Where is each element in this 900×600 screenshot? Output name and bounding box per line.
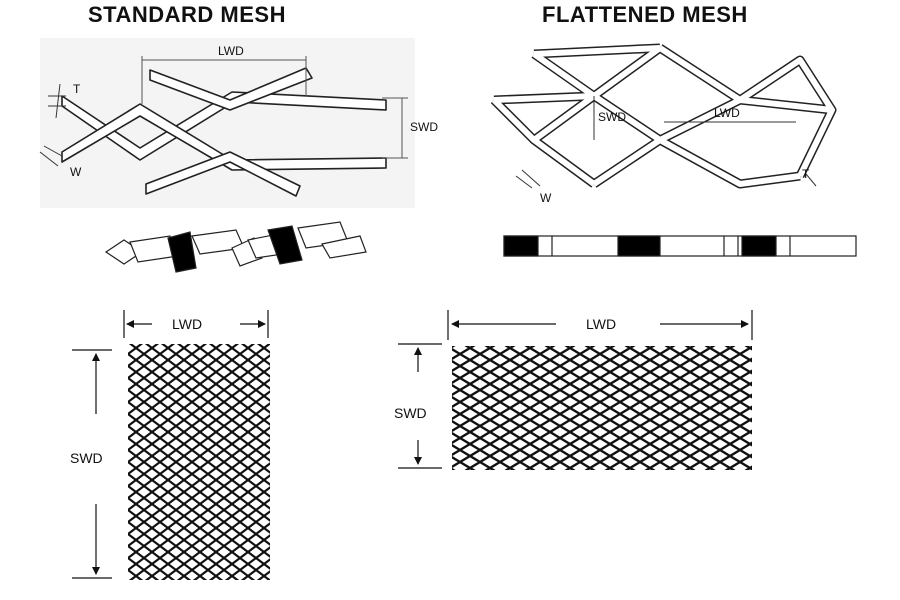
- flattened-mesh-title: FLATTENED MESH: [542, 2, 748, 27]
- standard-swd-label: SWD: [410, 120, 438, 134]
- standard-detail: LWD SWD T W: [39, 38, 438, 208]
- flattened-sample: LWD SWD: [394, 310, 753, 470]
- standard-w-label: W: [70, 165, 82, 179]
- flattened-strands-outer: [490, 43, 837, 189]
- flat-w-marker: [515, 175, 533, 189]
- w-marker: [39, 151, 59, 167]
- standard-mesh-title: STANDARD MESH: [88, 2, 286, 27]
- flattened-t-label: T: [802, 167, 810, 181]
- flattened-detail: SWD LWD T W: [490, 43, 837, 205]
- standard-sample-swd-label: SWD: [70, 450, 103, 466]
- standard-mesh-sample: [128, 344, 270, 580]
- t-marker: [55, 83, 61, 119]
- flattened-lwd-label: LWD: [714, 106, 740, 120]
- flattened-sample-lwd-label: LWD: [586, 316, 616, 332]
- standard-lwd-label: LWD: [218, 44, 244, 58]
- flattened-w-label: W: [540, 191, 552, 205]
- flattened-cross-section: [503, 235, 857, 257]
- flattened-mesh-sample: [452, 346, 752, 470]
- strand: [145, 151, 301, 197]
- w-marker: [43, 145, 63, 157]
- standard-sample: LWD SWD: [70, 310, 270, 580]
- strand: [149, 67, 313, 111]
- standard-cross-section: [104, 221, 367, 273]
- standard-t-label: T: [73, 82, 81, 96]
- standard-sample-lwd-label: LWD: [172, 316, 202, 332]
- flat-w-marker: [521, 169, 541, 187]
- flattened-sample-swd-label: SWD: [394, 405, 427, 421]
- standard-strands: [61, 67, 387, 197]
- flat-t-marker: [805, 173, 817, 187]
- flattened-swd-label: SWD: [598, 110, 626, 124]
- flattened-strands-inner: [491, 45, 835, 187]
